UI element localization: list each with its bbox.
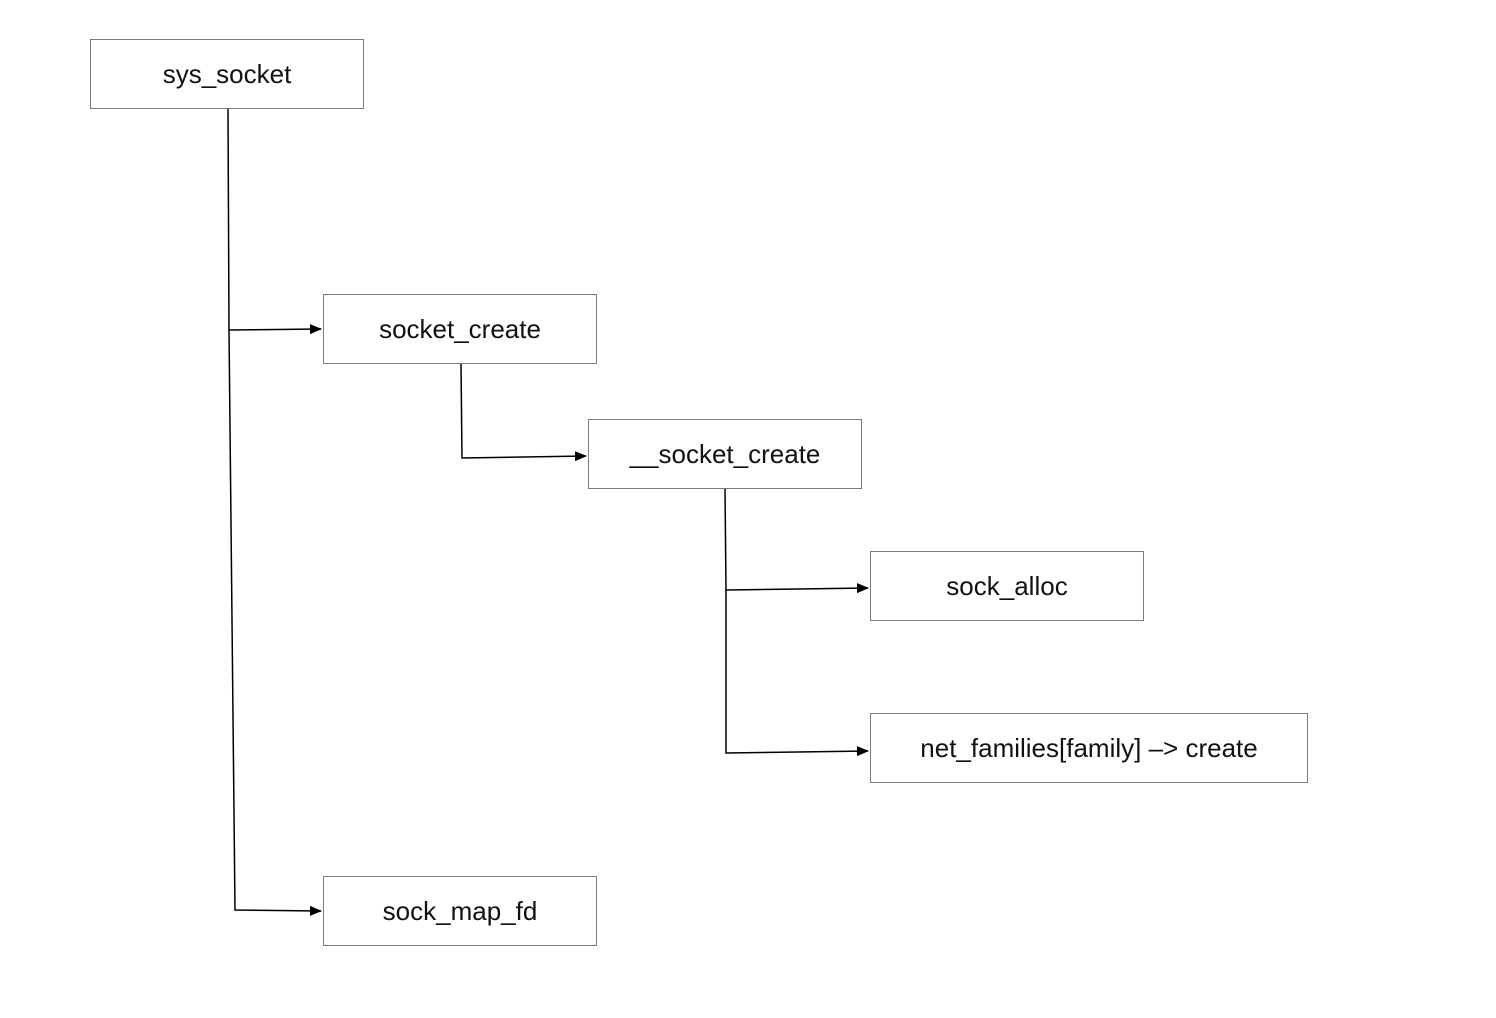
node-sock-map-fd: sock_map_fd	[323, 876, 597, 946]
node-label: sock_alloc	[946, 570, 1068, 601]
node-label: socket_create	[379, 313, 541, 344]
edge-sys-socket-to-socket-create	[227, 108, 322, 335]
node-__socket-create: __socket_create	[588, 419, 862, 489]
node-net-families-create: net_families[family] –> create	[870, 713, 1308, 783]
node-sock-alloc: sock_alloc	[870, 551, 1144, 621]
node-sys-socket: sys_socket	[90, 39, 364, 109]
node-label: sock_map_fd	[382, 895, 538, 926]
node-label: sys_socket	[162, 58, 292, 89]
edge-__socket-create-to-net-families	[725, 590, 869, 757]
edge-socket-create-to-__socket-create	[460, 363, 587, 462]
node-label: net_families[family] –> create	[920, 732, 1258, 763]
edge-sys-socket-to-sock-map-fd	[228, 329, 322, 916]
node-label: __socket_create	[629, 438, 821, 469]
edge-__socket-create-to-sock-alloc	[724, 488, 869, 594]
node-socket-create: socket_create	[323, 294, 597, 364]
